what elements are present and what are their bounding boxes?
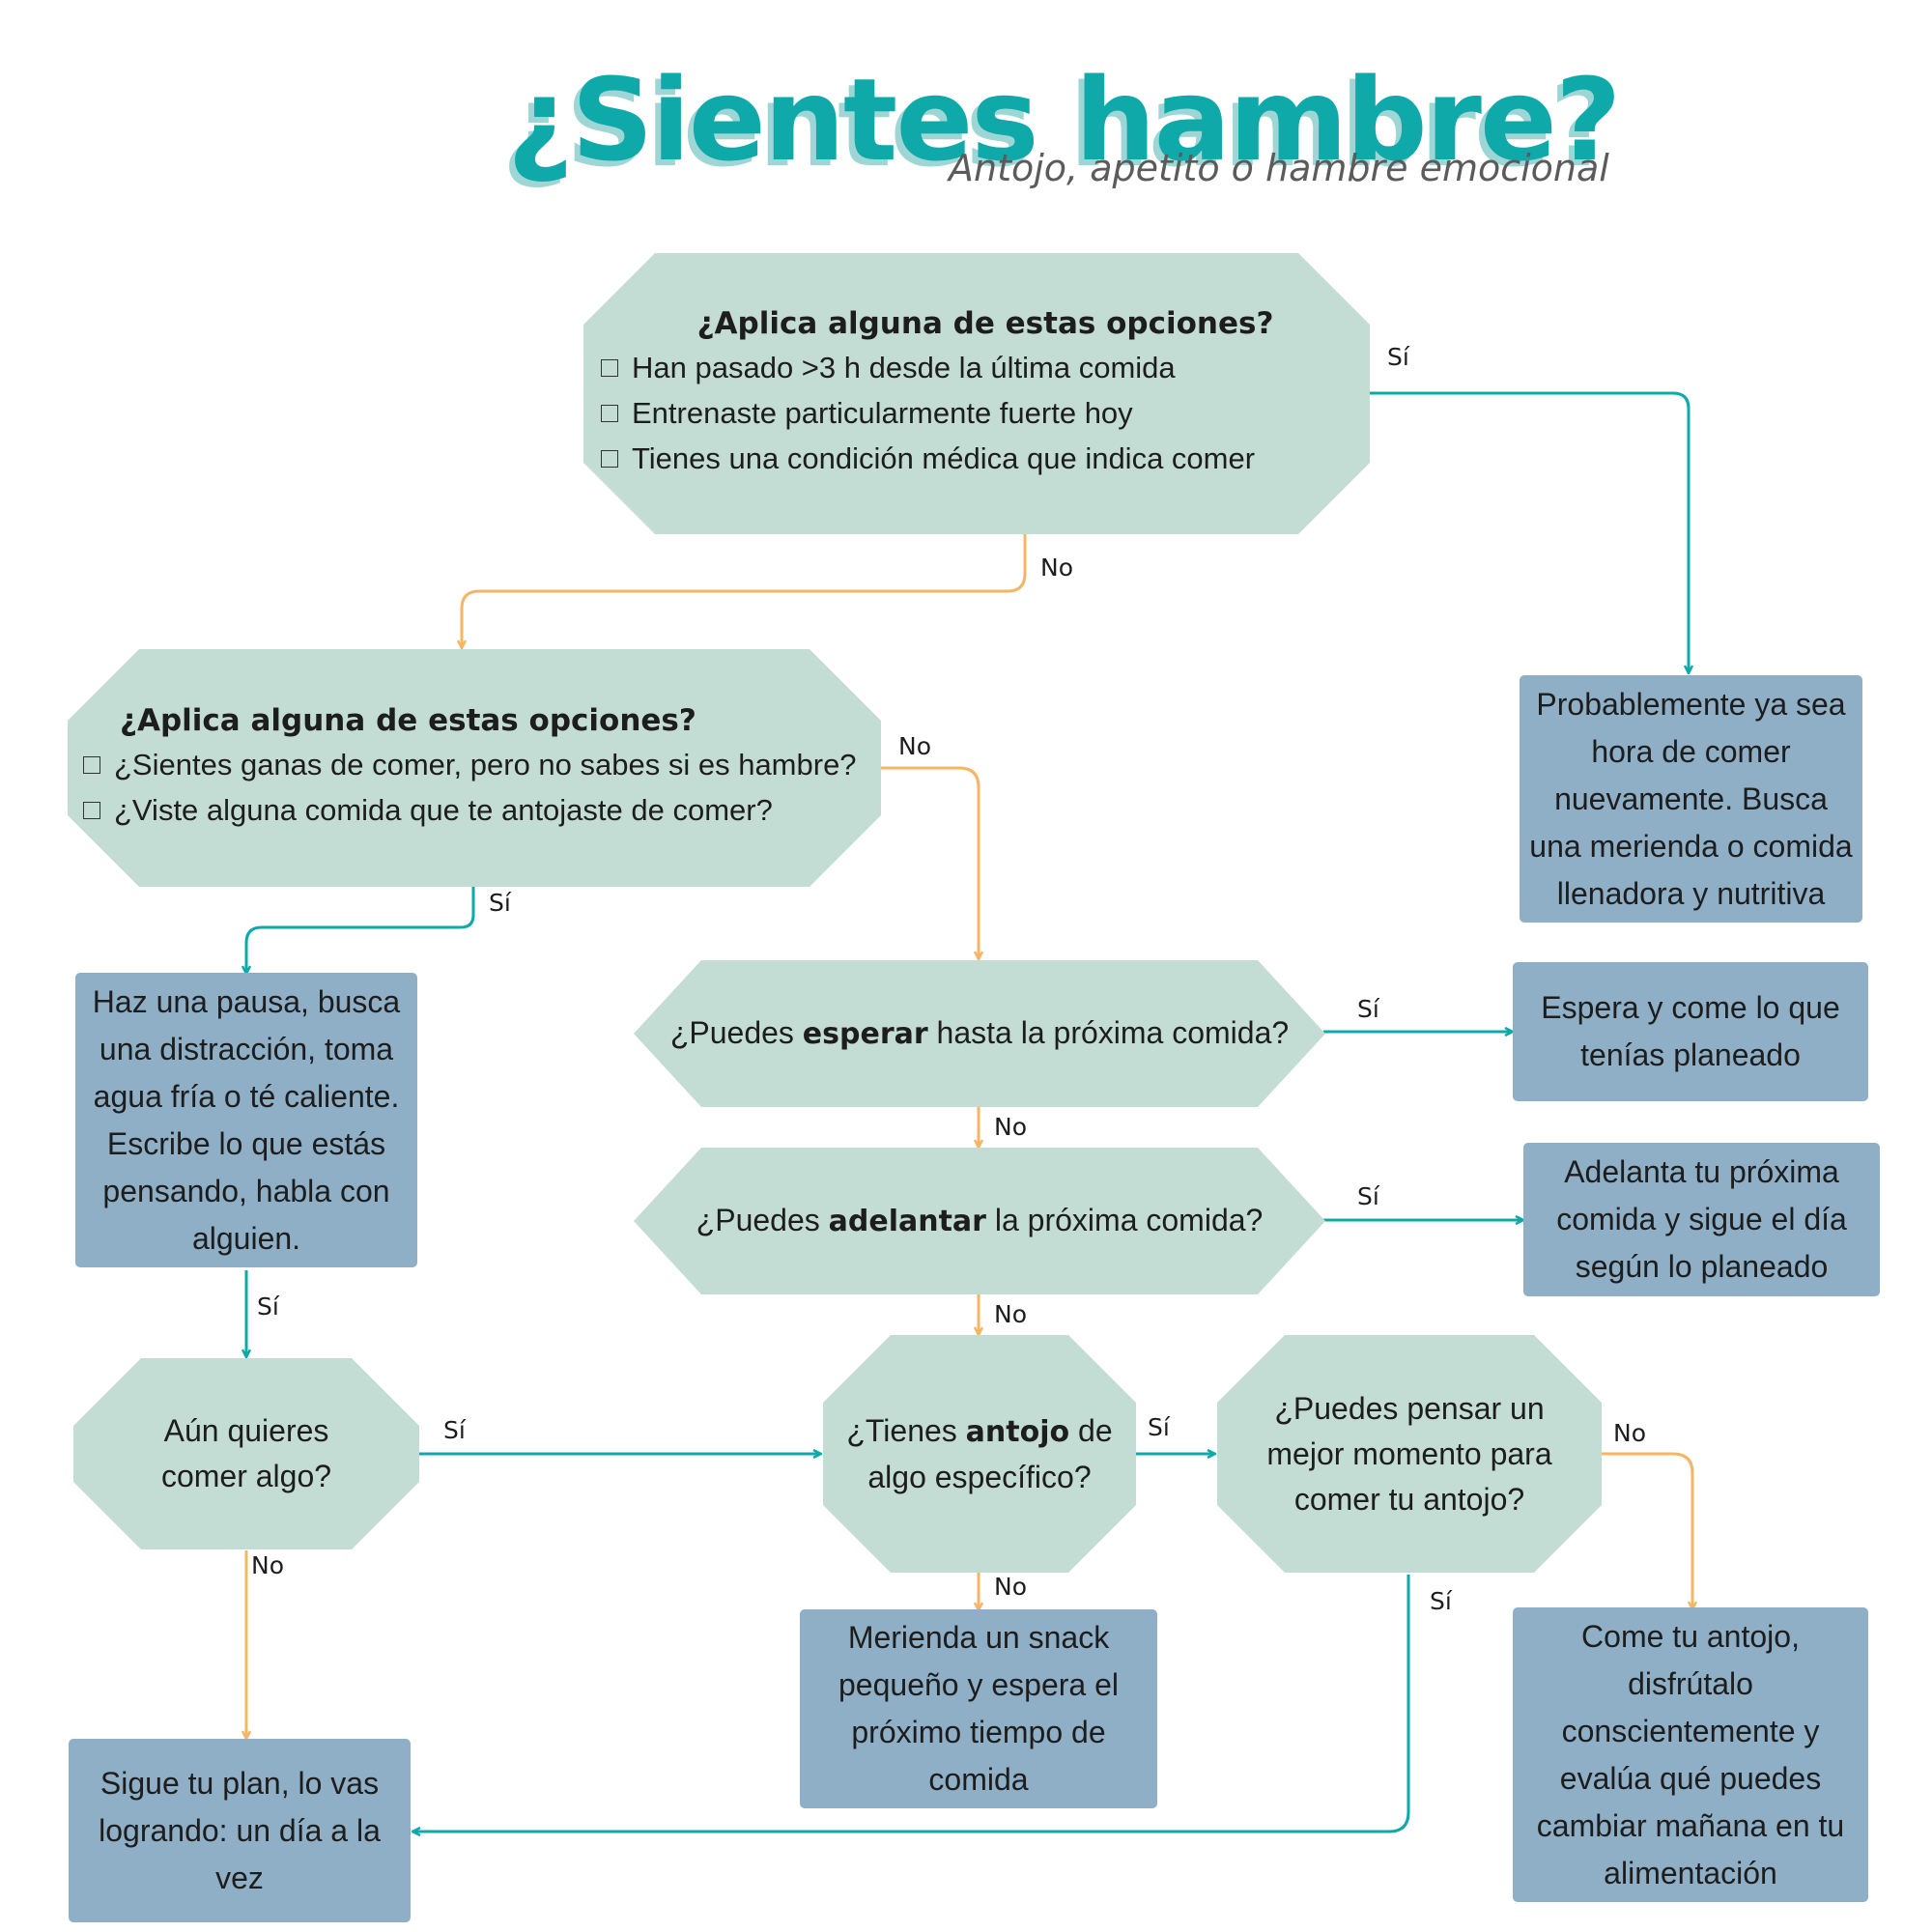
decision-q1: ¿Aplica alguna de estas opciones? Han pa… <box>583 253 1370 534</box>
decision-advance: ¿Puedes adelantar la próxima comida? <box>634 1148 1325 1294</box>
q1-title: ¿Aplica alguna de estas opciones? <box>696 306 1274 341</box>
decision-craving: ¿Tienes antojo de algo específico? <box>823 1335 1136 1573</box>
label-q2-no: No <box>898 732 931 760</box>
outcome-advance: Adelanta tu próxima comida y sigue el dí… <box>1523 1143 1880 1296</box>
q2-option: ¿Sientes ganas de comer, pero no sabes s… <box>83 742 881 787</box>
q2-option: ¿Viste alguna comida que te antojaste de… <box>83 787 881 833</box>
still-want-question: Aún quieres comer algo? <box>160 1413 332 1493</box>
advance-question: ¿Puedes adelantar la próxima comida? <box>696 1203 1264 1238</box>
checkbox-icon <box>601 358 618 377</box>
connector-better-no <box>1602 1452 1692 1609</box>
q1-option: Tienes una condición médica que indica c… <box>601 436 1370 481</box>
wait-question: ¿Puedes esperar hasta la próxima comida? <box>669 1015 1290 1051</box>
label-still-no: No <box>251 1551 284 1579</box>
connector-q1-no <box>462 533 1027 648</box>
outcome-snack: Merienda un snack pequeño y espera el pr… <box>800 1609 1157 1808</box>
connector-q2-yes <box>246 886 475 974</box>
checkbox-icon <box>601 449 618 468</box>
page-subtitle: Antojo, apetito o hambre emocional <box>949 147 1609 189</box>
connector-q1-yes <box>1367 391 1689 673</box>
label-q2-yes: Sí <box>489 889 511 917</box>
q2-title: ¿Aplica alguna de estas opciones? <box>120 703 696 738</box>
checkbox-icon <box>83 801 100 819</box>
outcome-enjoy: Come tu antojo, disfrútalo conscientemen… <box>1513 1607 1868 1902</box>
label-better-yes: Sí <box>1430 1587 1452 1615</box>
connector-q2-no <box>880 766 979 959</box>
label-advance-no: No <box>994 1300 1027 1328</box>
decision-wait: ¿Puedes esperar hasta la próxima comida? <box>634 960 1325 1107</box>
checkbox-icon <box>601 404 618 422</box>
label-q1-no: No <box>1040 554 1073 582</box>
label-wait-no: No <box>994 1113 1027 1141</box>
checkbox-icon <box>83 755 100 774</box>
label-better-no: No <box>1613 1419 1646 1447</box>
better-moment-question: ¿Puedes pensar un mejor momento para com… <box>1266 1390 1552 1517</box>
label-q1-yes: Sí <box>1387 343 1409 371</box>
outcome-pause: Haz una pausa, busca una distracción, to… <box>75 973 417 1267</box>
q1-option: Entrenaste particularmente fuerte hoy <box>601 390 1370 436</box>
decision-better-moment: ¿Puedes pensar un mejor momento para com… <box>1217 1335 1602 1573</box>
label-craving-yes: Sí <box>1148 1413 1170 1441</box>
page-title: ¿Sientes hambre? <box>507 53 1621 186</box>
label-craving-no: No <box>994 1573 1027 1601</box>
label-wait-yes: Sí <box>1357 995 1379 1023</box>
outcome-plan: Sigue tu plan, lo vas logrando: un día a… <box>69 1739 411 1922</box>
decision-still-want: Aún quieres comer algo? <box>73 1358 419 1549</box>
label-pause-yes: Sí <box>257 1293 279 1321</box>
decision-q2: ¿Aplica alguna de estas opciones? ¿Sient… <box>68 649 881 887</box>
connector-better-yes <box>412 1575 1410 1832</box>
q1-option: Han pasado >3 h desde la última comida <box>601 345 1370 390</box>
outcome-wait: Espera y come lo que tenías planeado <box>1513 962 1868 1101</box>
outcome-eat-now: Probablemente ya sea hora de comer nueva… <box>1520 675 1862 923</box>
label-still-yes: Sí <box>443 1416 466 1444</box>
craving-question: ¿Tienes antojo de algo específico? <box>846 1412 1113 1494</box>
label-advance-yes: Sí <box>1357 1182 1379 1210</box>
